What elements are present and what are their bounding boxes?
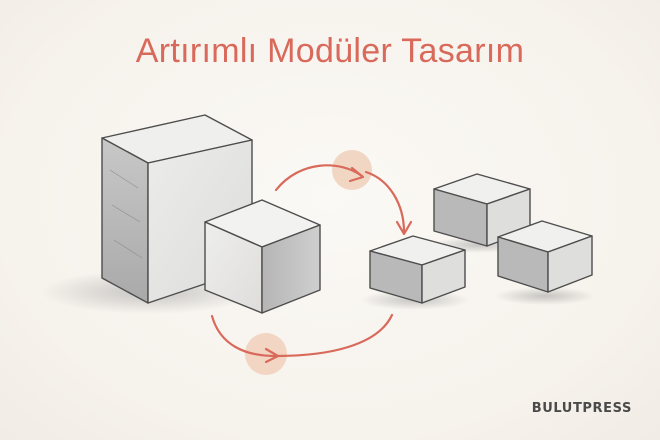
module-cube-icon [497,220,593,293]
arrow-icon [274,164,413,236]
arrow-icon [210,313,394,364]
highlight-dot [245,333,287,375]
small-block-icon [204,199,321,314]
brand-label: BULUTPRESS [531,401,632,416]
large-block-icon [101,114,253,304]
module-shadow [495,287,595,305]
module-cube-icon [369,235,466,304]
diagram-title: Artırımlı Modüler Tasarım [135,32,525,70]
